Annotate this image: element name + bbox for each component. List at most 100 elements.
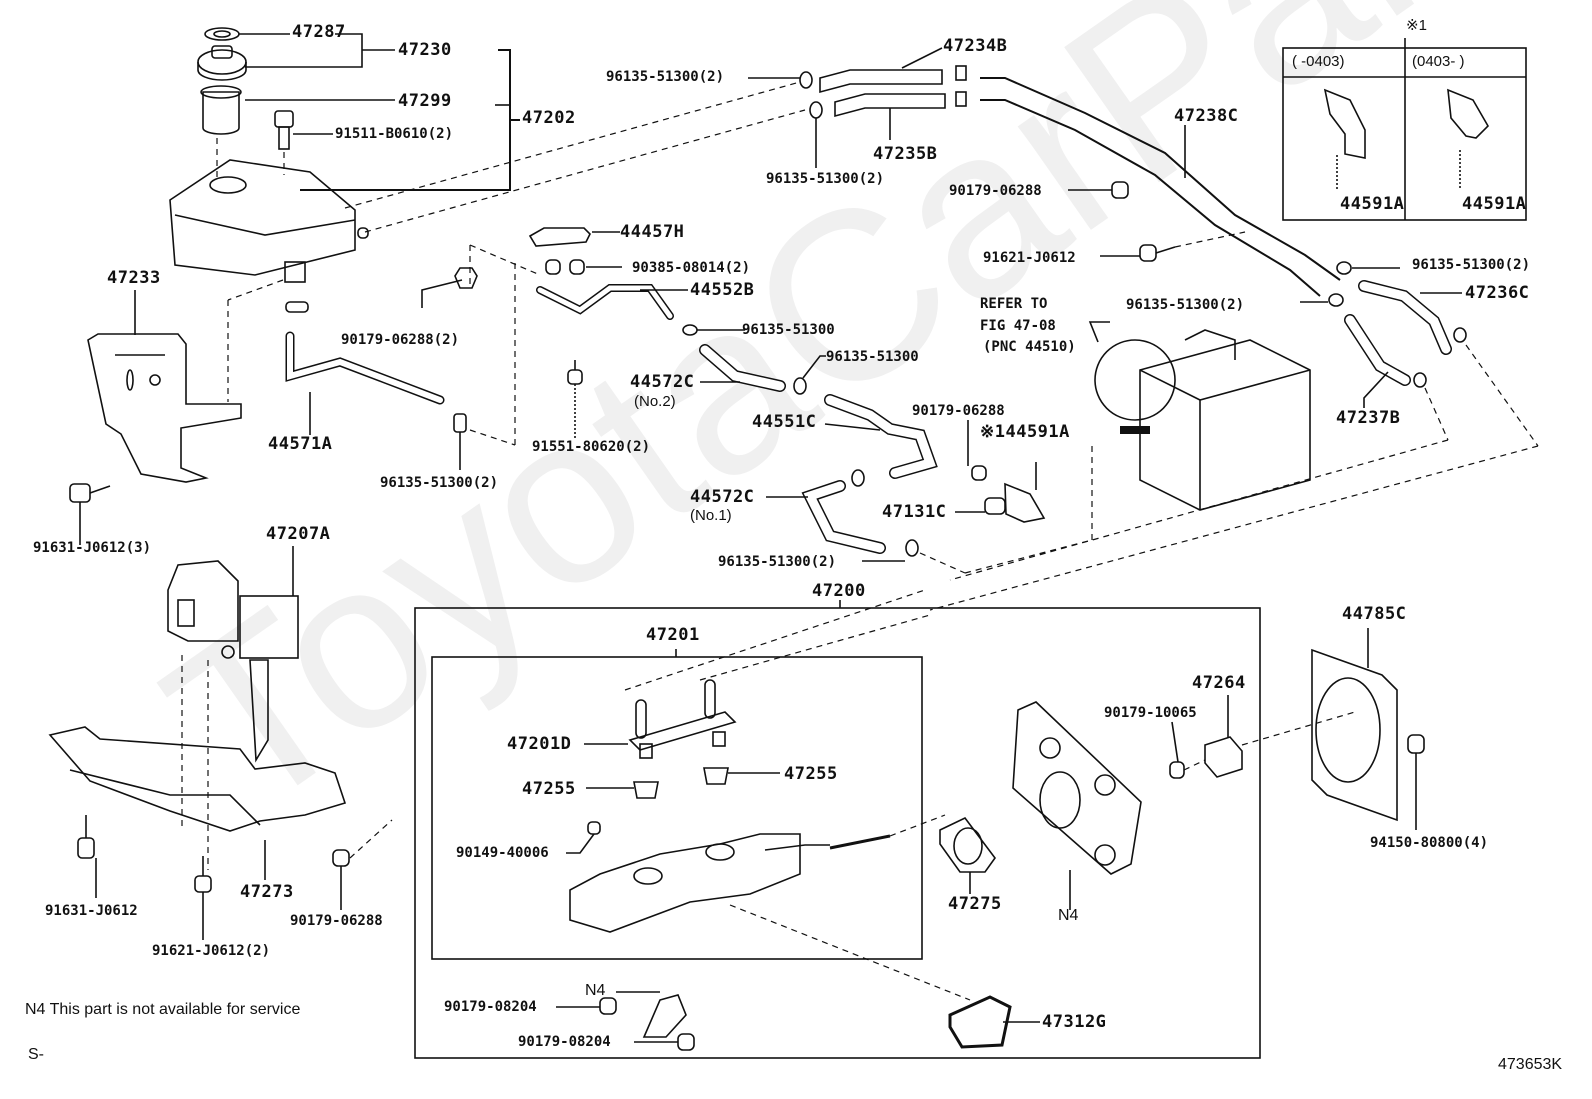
- part-label-44572c-no2[interactable]: 44572C: [630, 372, 695, 392]
- part-label-47236c[interactable]: 47236C: [1465, 283, 1530, 303]
- part-label-96135-51300-c[interactable]: 96135-51300(2): [718, 554, 837, 570]
- part-label-91551-80620[interactable]: 91551-80620(2): [532, 439, 651, 455]
- part-label-47201d[interactable]: 47201D: [507, 734, 572, 754]
- part-label-47200[interactable]: 47200: [812, 581, 866, 601]
- part-label-90385-08014[interactable]: 90385-08014(2): [632, 260, 751, 276]
- part-label-47235b[interactable]: 47235B: [873, 144, 938, 164]
- reservoir-tank[interactable]: [169, 159, 369, 283]
- part-label-90149-40006[interactable]: 90149-40006: [456, 845, 549, 861]
- part-label-47230[interactable]: 47230: [398, 40, 452, 60]
- union-47131c[interactable]: [984, 497, 1006, 515]
- gasket-47275[interactable]: [939, 816, 996, 873]
- part-label-96135-51300-top2[interactable]: 96135-51300(2): [766, 171, 885, 187]
- part-label-44571a[interactable]: 44571A: [268, 434, 333, 454]
- hose-clamp[interactable]: [905, 539, 919, 557]
- nut-a[interactable]: [599, 997, 617, 1015]
- part-label-44457h[interactable]: 44457H: [620, 222, 685, 242]
- part-label-91621-j0612-top[interactable]: 91621-J0612: [983, 250, 1076, 266]
- reservoir-hose[interactable]: [285, 301, 445, 405]
- hose-clamp[interactable]: [1413, 372, 1427, 388]
- brake-tube-47238c[interactable]: [980, 77, 1341, 297]
- part-label-47255-left[interactable]: 47255: [522, 779, 576, 799]
- tube-clamp-44457h[interactable]: [528, 227, 591, 247]
- sensor-bracket[interactable]: [48, 726, 347, 832]
- reservoir-bracket[interactable]: [87, 333, 242, 483]
- hose-44572c-no1[interactable]: [801, 480, 886, 554]
- reservoir-strainer[interactable]: [200, 85, 242, 135]
- part-label-47299[interactable]: 47299: [398, 91, 452, 111]
- part-label-44572c-no1[interactable]: 44572C: [690, 487, 755, 507]
- part-label-n4-b[interactable]: N4: [1058, 907, 1079, 924]
- part-label-144591a[interactable]: ※144591A: [980, 422, 1070, 442]
- bracket-bolt[interactable]: [69, 483, 111, 503]
- hose-47235b[interactable]: [834, 93, 946, 118]
- hose-clamp[interactable]: [851, 469, 865, 487]
- nut-94150[interactable]: [1407, 734, 1425, 754]
- part-label-47131c[interactable]: 47131C: [882, 502, 947, 522]
- hose-clamp[interactable]: [1328, 293, 1344, 307]
- part-label-96135-51300-left[interactable]: 96135-51300(2): [380, 475, 499, 491]
- reservoir-cap-seal[interactable]: [204, 27, 240, 41]
- part-label-90179-08204-b[interactable]: 90179-08204: [518, 1034, 611, 1050]
- part-label-47238c[interactable]: 47238C: [1174, 106, 1239, 126]
- master-cylinder[interactable]: [569, 833, 891, 933]
- part-label-47237b[interactable]: 47237B: [1336, 408, 1401, 428]
- part-label-47207a[interactable]: 47207A: [266, 524, 331, 544]
- part-label-96135-51300-a[interactable]: 96135-51300: [742, 322, 835, 338]
- grommet-left[interactable]: [633, 781, 659, 799]
- part-label-90179-06288-2[interactable]: 90179-06288(2): [341, 332, 460, 348]
- part-label-90179-06288-bl[interactable]: 90179-06288: [290, 913, 383, 929]
- bleeder-screw[interactable]: [587, 821, 601, 835]
- part-label-90179-10065[interactable]: 90179-10065: [1104, 705, 1197, 721]
- part-label-91621-j0612-2[interactable]: 91621-J0612(2): [152, 943, 271, 959]
- part-label-47275[interactable]: 47275: [948, 894, 1002, 914]
- bracket-bolt[interactable]: [194, 856, 212, 893]
- vacuum-hose-47312g[interactable]: [948, 995, 1012, 1049]
- tube-nut[interactable]: [1111, 181, 1129, 199]
- tube-bolt[interactable]: [567, 360, 583, 385]
- hose-47236c[interactable]: [1358, 280, 1452, 355]
- hose-clamp[interactable]: [793, 377, 807, 395]
- hose-clamp[interactable]: [682, 324, 698, 336]
- part-label-n4-a[interactable]: N4: [585, 982, 606, 999]
- clevis-47264[interactable]: [1204, 736, 1243, 778]
- part-label-91631-j0612-3[interactable]: 91631-J0612(3): [33, 540, 152, 556]
- refer-note-line2[interactable]: FIG 47-08: [980, 318, 1056, 334]
- inset-col1-part[interactable]: 44591A: [1340, 194, 1405, 214]
- abs-actuator[interactable]: [1094, 329, 1311, 511]
- nut-90179-10065[interactable]: [1169, 761, 1185, 779]
- bracket-bolt[interactable]: [77, 815, 95, 859]
- hose-44572c-no2[interactable]: [699, 344, 786, 392]
- n4-bracket[interactable]: [642, 994, 687, 1038]
- part-label-47201[interactable]: 47201: [646, 625, 700, 645]
- part-label-44552b[interactable]: 44552B: [690, 280, 755, 300]
- part-label-96135-51300-r1[interactable]: 96135-51300(2): [1412, 257, 1531, 273]
- part-label-47202[interactable]: 47202: [522, 108, 576, 128]
- booster-plate-n4[interactable]: [1012, 701, 1142, 875]
- part-label-90179-08204-a[interactable]: 90179-08204: [444, 999, 537, 1015]
- part-label-96135-51300-b[interactable]: 96135-51300: [826, 349, 919, 365]
- hose-47234b[interactable]: [819, 69, 943, 94]
- brake-tube-44552b[interactable]: [536, 284, 674, 320]
- grommet-right[interactable]: [703, 767, 729, 785]
- reservoir-screw[interactable]: [274, 110, 294, 150]
- part-label-47264[interactable]: 47264: [1192, 673, 1246, 693]
- clip-nut[interactable]: [454, 267, 478, 289]
- part-label-47273[interactable]: 47273: [240, 882, 294, 902]
- nut-b[interactable]: [677, 1033, 695, 1051]
- tube-clip[interactable]: [955, 65, 967, 107]
- part-label-90179-06288-mid[interactable]: 90179-06288: [912, 403, 1005, 419]
- bracket-nut[interactable]: [971, 465, 987, 481]
- hose-44551c[interactable]: [824, 394, 938, 479]
- hose-clamp[interactable]: [1336, 261, 1352, 275]
- part-label-47287[interactable]: 47287: [292, 22, 346, 42]
- part-label-44785c[interactable]: 44785C: [1342, 604, 1407, 624]
- part-label-47233[interactable]: 47233: [107, 268, 161, 288]
- hose-clamp[interactable]: [809, 101, 823, 119]
- grommet-pair[interactable]: [545, 259, 585, 275]
- hose-47237b[interactable]: [1344, 314, 1411, 386]
- hose-clamp[interactable]: [1453, 327, 1467, 343]
- gasket-44785c[interactable]: [1311, 648, 1398, 822]
- part-label-96135-51300-top1[interactable]: 96135-51300(2): [606, 69, 725, 85]
- part-label-47234b[interactable]: 47234B: [943, 36, 1008, 56]
